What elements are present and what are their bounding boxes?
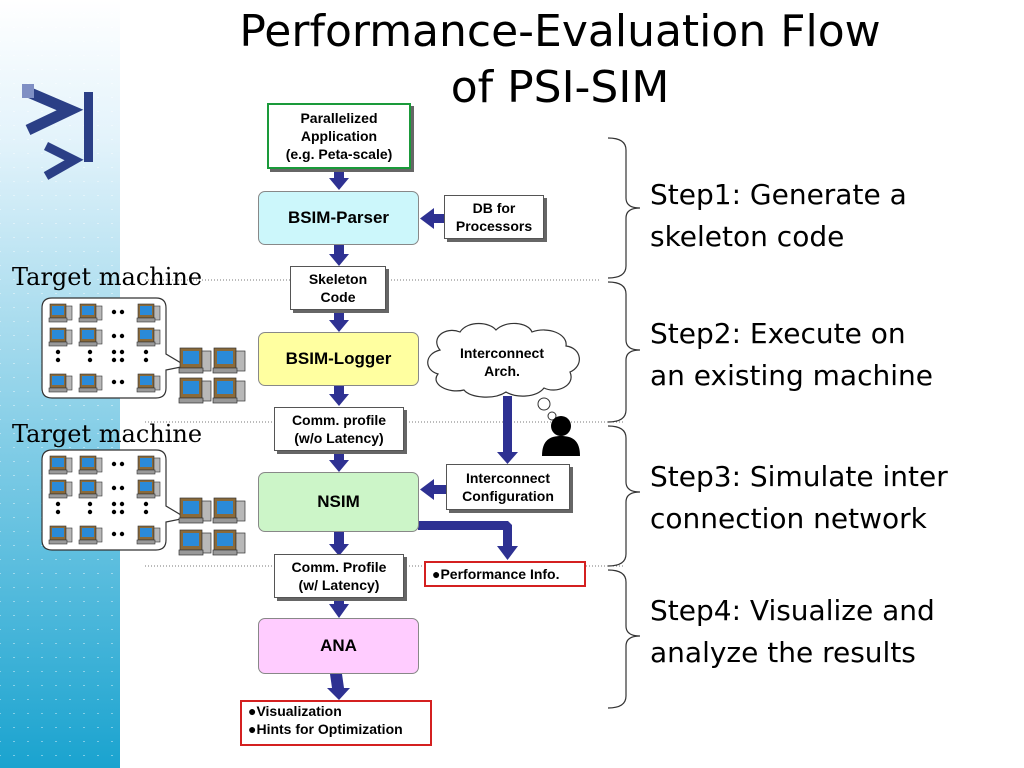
- computer-icon: [78, 327, 103, 347]
- computer-icon: [48, 525, 73, 545]
- db-line-1: DB for: [472, 200, 516, 216]
- computer-icon: [78, 303, 103, 323]
- results-hints: ●Hints for Optimization: [248, 721, 403, 737]
- db-for-processors-box: DB for Processors: [444, 195, 544, 239]
- config-line-2: Configuration: [462, 488, 554, 504]
- bsim-parser-box: BSIM-Parser: [258, 191, 419, 245]
- computer-icon: [136, 327, 161, 347]
- computer-icon: [212, 529, 246, 556]
- thought-bubble-2: [547, 411, 557, 421]
- step-4-line-2: analyze the results: [650, 636, 916, 669]
- computer-icon: [178, 347, 212, 374]
- computer-icon: [178, 529, 212, 556]
- step-4-line-1: Step4: Visualize and: [650, 594, 935, 627]
- title-line-2: of PSI-SIM: [450, 62, 670, 113]
- step-1-line-1: Step1: Generate a: [650, 178, 907, 211]
- computer-icon: [212, 497, 246, 524]
- step-4: Step4: Visualize and analyze the results: [650, 590, 935, 674]
- ana-box: ANA: [258, 618, 419, 674]
- step-2-line-1: Step2: Execute on: [650, 317, 906, 350]
- comm-profile-latency-box: Comm. Profile (w/ Latency): [274, 554, 404, 598]
- computer-icon: [48, 373, 73, 393]
- bsim-logger-box: BSIM-Logger: [258, 332, 419, 386]
- computer-icon: [136, 525, 161, 545]
- interconnect-arch-label: Interconnect Arch.: [444, 342, 560, 382]
- step-braces: [607, 137, 641, 709]
- app-line-1: Parallelized: [300, 110, 378, 126]
- performance-info-box: ●Performance Info.: [424, 561, 586, 587]
- computer-icon: [48, 303, 73, 323]
- comm-profile-2-line-2: (w/ Latency): [298, 577, 380, 593]
- arch-line-1: Interconnect: [459, 345, 544, 361]
- person-icon: [542, 416, 580, 456]
- flow-arrows: [327, 170, 518, 700]
- computer-icon: [48, 327, 73, 347]
- computer-icon: [136, 455, 161, 475]
- step-3-line-1: Step3: Simulate inter: [650, 460, 948, 493]
- title-line-1: Performance-Evaluation Flow: [239, 6, 881, 57]
- computer-icon: [178, 377, 212, 404]
- comm-profile-no-latency-box: Comm. profile (w/o Latency): [274, 407, 404, 451]
- parallelized-application-box: Parallelized Application (e.g. Peta-scal…: [267, 103, 411, 169]
- step-1: Step1: Generate a skeleton code: [650, 174, 907, 258]
- computer-icon: [78, 455, 103, 475]
- app-line-2: Application: [300, 128, 378, 144]
- comm-profile-2-line-1: Comm. Profile: [291, 559, 387, 575]
- skeleton-line-1: Skeleton: [308, 271, 368, 287]
- arch-line-2: Arch.: [484, 363, 520, 379]
- computer-icon: [212, 377, 246, 404]
- app-line-3: (e.g. Peta-scale): [285, 146, 393, 162]
- comm-profile-1-line-2: (w/o Latency): [294, 430, 384, 446]
- computer-icon: [48, 479, 73, 499]
- computer-icon: [78, 373, 103, 393]
- target-machine-1: [41, 297, 246, 404]
- page-title: Performance-Evaluation Flow of PSI-SIM: [150, 4, 970, 116]
- nsim-box: NSIM: [258, 472, 419, 532]
- cloud-shape: [427, 322, 580, 398]
- computer-icon: [178, 497, 212, 524]
- results-box: ●Visualization ●Hints for Optimization: [240, 700, 432, 746]
- step-2-line-2: an existing machine: [650, 359, 933, 392]
- computer-icon: [212, 347, 246, 374]
- computer-icon: [136, 303, 161, 323]
- computer-icon: [136, 373, 161, 393]
- skeleton-code-box: Skeleton Code: [290, 266, 386, 310]
- target-machine-label-2: Target machine: [12, 420, 203, 448]
- target-machine-2: [41, 449, 246, 556]
- db-line-2: Processors: [455, 218, 533, 234]
- computer-icon: [136, 479, 161, 499]
- target-machine-label-1: Target machine: [12, 263, 203, 291]
- step-2: Step2: Execute on an existing machine: [650, 313, 933, 397]
- interconnect-configuration-box: Interconnect Configuration: [446, 464, 570, 510]
- config-line-1: Interconnect: [465, 470, 550, 486]
- skeleton-line-2: Code: [320, 289, 356, 305]
- thought-bubble-1: [537, 397, 551, 411]
- comm-profile-1-line-1: Comm. profile: [291, 412, 387, 428]
- step-1-line-2: skeleton code: [650, 220, 845, 253]
- computer-icon: [78, 479, 103, 499]
- computer-icon: [48, 455, 73, 475]
- psi-logo-icon: [22, 84, 93, 180]
- results-visualization: ●Visualization: [248, 703, 342, 719]
- step-3: Step3: Simulate inter connection network: [650, 456, 948, 540]
- computer-icon: [78, 525, 103, 545]
- step-3-line-2: connection network: [650, 502, 927, 535]
